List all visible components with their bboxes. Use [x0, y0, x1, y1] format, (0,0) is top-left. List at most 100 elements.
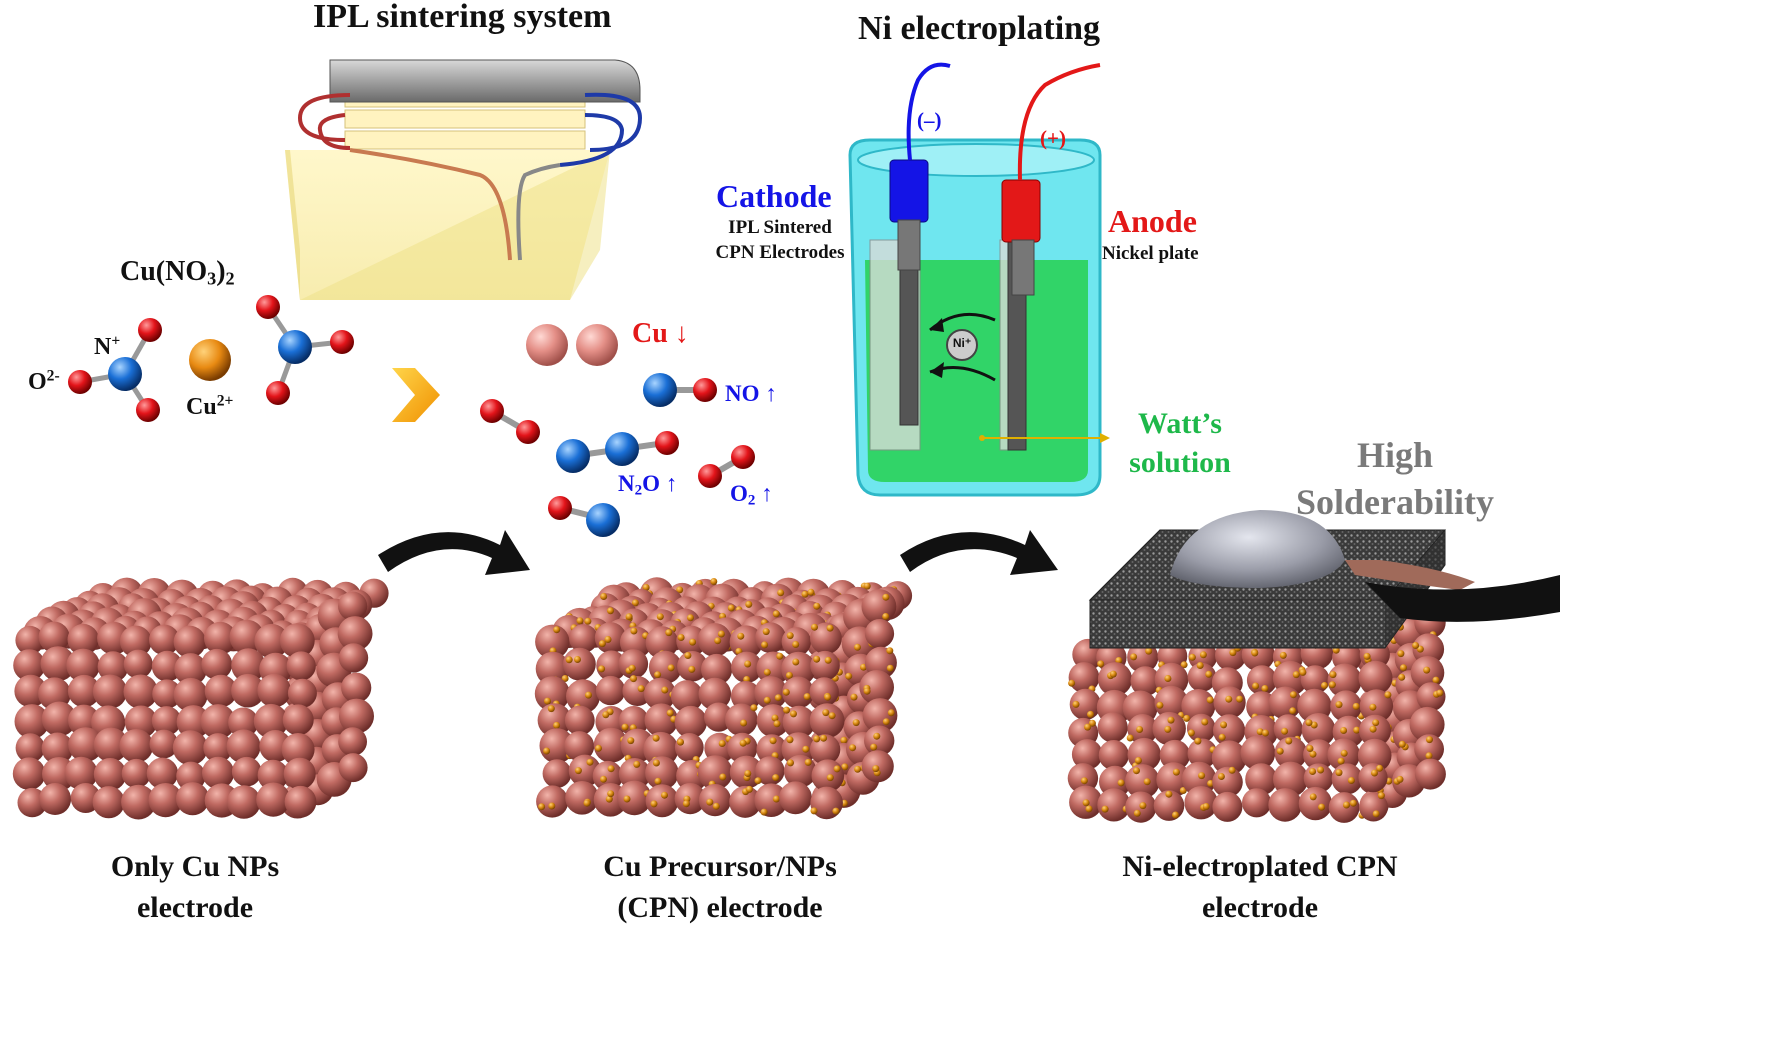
cu-nanoparticle — [569, 624, 598, 653]
precursor-particle — [1194, 737, 1202, 745]
cu2-base: Cu — [186, 394, 217, 420]
precursor-particle — [1164, 725, 1172, 733]
precursor-particle — [1436, 689, 1444, 697]
precursor-particle — [813, 602, 821, 610]
cu-nitrate-sub3: 3 — [207, 268, 217, 289]
cu-nanoparticle — [338, 643, 369, 673]
o2-base: O — [28, 369, 47, 395]
cu-nanoparticle — [670, 680, 704, 713]
precursor-particle — [717, 630, 725, 638]
high-line2: Solderability — [1295, 481, 1495, 522]
precursor-particle — [822, 709, 830, 717]
cu-nanoparticle — [1240, 735, 1276, 771]
precursor-particle — [1180, 661, 1188, 669]
precursor-particle — [1117, 779, 1125, 787]
cu-nanoparticle — [254, 623, 289, 659]
precursor-particle — [1425, 752, 1433, 760]
cu-nanoparticle — [14, 704, 50, 739]
precursor-particle — [631, 599, 639, 607]
o2-gas-arrow: ↑ — [755, 481, 773, 506]
precursor-particle — [769, 737, 777, 745]
precursor-particle — [1423, 666, 1431, 674]
precursor-particle — [744, 770, 752, 777]
cu-nanoparticle — [1181, 689, 1216, 723]
precursor-particle — [1369, 725, 1377, 733]
precursor-particle — [1156, 701, 1164, 709]
ni-title: Ni electroplating — [858, 10, 1101, 47]
precursor-particle — [1426, 736, 1433, 744]
precursor-particle — [785, 671, 793, 679]
cu-nanoparticle — [864, 619, 895, 649]
cu-nanoparticle — [1159, 739, 1191, 771]
precursor-particle — [763, 696, 771, 704]
cu-nanoparticle — [810, 622, 842, 655]
precursor-particle — [676, 586, 684, 594]
precursor-particle — [772, 610, 780, 618]
precursor-particle — [1276, 747, 1284, 755]
precursor-particle — [804, 758, 812, 766]
cu-nanoparticle — [697, 755, 733, 790]
cu-nanoparticle — [231, 673, 265, 708]
cu-nanoparticle — [231, 648, 266, 683]
cu-nps-block — [12, 577, 389, 820]
precursor-particle — [1097, 660, 1105, 668]
high-solderability-label: High Solderability — [1285, 432, 1505, 526]
precursor-particle — [1126, 734, 1134, 742]
cu-nanoparticle — [701, 653, 733, 686]
precursor-particle — [627, 737, 635, 745]
precursor-particle — [1285, 737, 1293, 745]
precursor-particle — [600, 593, 608, 600]
cathode-label: Cathode — [716, 178, 832, 214]
cu-nanoparticle — [1187, 738, 1218, 769]
cu-nanoparticle — [257, 673, 292, 708]
precursor-particle — [1136, 726, 1144, 733]
precursor-particle — [1101, 805, 1109, 813]
precursor-particle — [1337, 757, 1345, 765]
cu-nanoparticle — [1211, 740, 1247, 776]
precursor-particle — [654, 777, 662, 785]
cu-nanoparticle — [15, 625, 45, 655]
precursor-particle — [882, 593, 890, 601]
precursor-particle — [1279, 651, 1287, 659]
precursor-particle — [1305, 719, 1313, 727]
n2o-n: N — [618, 471, 635, 496]
precursor-particle — [850, 693, 858, 701]
precursor-particle — [1167, 716, 1175, 724]
precursor-particle — [826, 774, 834, 782]
cu-nitrate-sub2: 2 — [225, 268, 235, 289]
precursor-particle — [1145, 647, 1153, 655]
n-plus-base: N — [94, 334, 112, 360]
cu-nanoparticle — [12, 757, 46, 790]
cu-nitrate-main: Cu(NO — [120, 256, 208, 287]
precursor-particle — [1202, 803, 1210, 810]
precursor-particle — [1205, 670, 1213, 678]
precursor-particle — [1371, 769, 1378, 777]
cu-nanoparticle — [1099, 765, 1131, 798]
cu-nanoparticle — [1358, 660, 1393, 695]
precursor-particle — [1172, 811, 1179, 819]
cu-nanoparticle — [1071, 739, 1103, 770]
cu2-plus-label: Cu2+ — [186, 393, 233, 420]
precursor-particle — [1251, 649, 1259, 657]
precursor-particle — [607, 607, 614, 615]
precursor-particle — [665, 629, 673, 637]
precursor-particle — [1068, 679, 1076, 687]
precursor-particle — [1309, 793, 1317, 801]
cu-nanoparticle — [565, 781, 599, 815]
precursor-particle — [1343, 801, 1350, 809]
precursor-particle — [744, 660, 752, 668]
precursor-particle — [763, 668, 771, 676]
cu-nanoparticle — [68, 727, 103, 762]
precursor-particle — [710, 578, 718, 585]
precursor-particle — [783, 706, 791, 714]
precursor-particle — [1072, 700, 1080, 708]
precursor-particle — [1372, 719, 1380, 727]
cu-nanoparticle — [698, 677, 732, 711]
precursor-particle — [1363, 652, 1371, 660]
cu-nitrate-formula: Cu(NO3)2 — [120, 256, 235, 289]
cu-nanoparticle — [97, 651, 129, 683]
cpn-block — [534, 577, 913, 820]
cu-nanoparticle — [64, 756, 98, 790]
precursor-particle — [677, 634, 685, 641]
